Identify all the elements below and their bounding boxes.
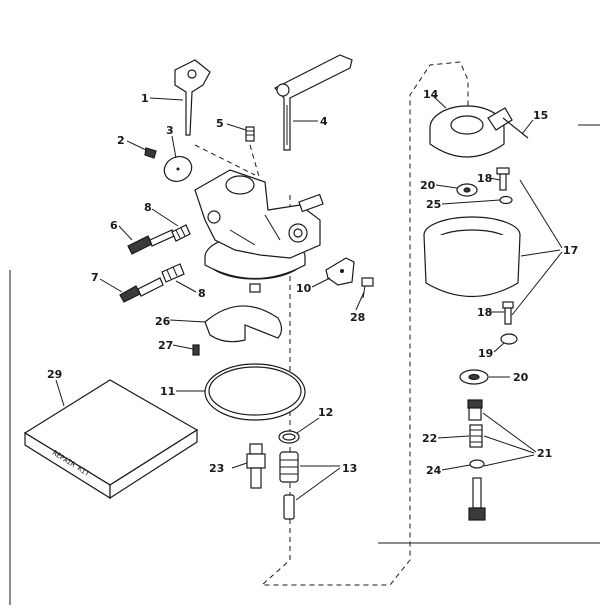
valve-seat-21-part <box>467 399 486 521</box>
screw-5-part <box>245 126 255 142</box>
label-22: 22 <box>422 432 437 445</box>
idle-screw-7-part <box>119 277 164 303</box>
leader-19 <box>493 342 505 353</box>
label-3: 3 <box>166 124 174 137</box>
label-20-upper: 20 <box>420 179 436 192</box>
leader-20a <box>435 184 458 189</box>
label-24: 24 <box>426 464 442 477</box>
label-2: 2 <box>117 134 125 147</box>
label-6: 6 <box>110 219 118 232</box>
label-14: 14 <box>423 88 439 101</box>
label-12: 12 <box>318 406 333 419</box>
label-28: 28 <box>350 311 365 324</box>
leader-2 <box>126 140 147 151</box>
label-8-upper: 8 <box>144 201 152 214</box>
leader-21b <box>483 435 535 454</box>
carburetor-body-part <box>194 169 324 293</box>
screw-28-part <box>361 277 374 299</box>
assembly-path-main <box>260 61 469 586</box>
leader-14 <box>432 95 447 109</box>
ring-12-part <box>278 430 300 444</box>
float-gasket-26-part <box>204 305 283 343</box>
throttle-plate-part <box>163 156 193 182</box>
label-17: 17 <box>563 244 578 257</box>
leader-1 <box>149 97 184 101</box>
needle-screw-6-part <box>127 229 175 255</box>
leader-3 <box>171 135 177 159</box>
label-11: 11 <box>160 385 175 398</box>
leader-12 <box>296 417 320 434</box>
label-15: 15 <box>533 109 548 122</box>
screw-18-lower-part <box>502 301 514 325</box>
pin-27-part <box>192 344 200 356</box>
label-10: 10 <box>296 282 312 295</box>
label-13: 13 <box>342 462 357 475</box>
bracket-10-part <box>325 257 355 286</box>
label-21: 21 <box>537 447 552 460</box>
label-18-upper: 18 <box>477 172 492 185</box>
label-4: 4 <box>320 115 328 128</box>
leader-21c <box>483 454 535 467</box>
screw-18-upper-part <box>496 167 510 191</box>
leader-24 <box>441 464 471 471</box>
leader-10 <box>311 277 331 288</box>
label-23: 23 <box>209 462 224 475</box>
leader-17c <box>511 251 563 316</box>
leader-5 <box>226 123 247 131</box>
spring-8-lower-part <box>161 263 185 283</box>
float-bowl-17-part <box>423 216 521 297</box>
label-18-lower: 18 <box>477 306 492 319</box>
label-26: 26 <box>155 315 171 328</box>
bowl-nut-13-part <box>279 451 299 520</box>
throttle-lever-part <box>174 59 211 136</box>
leader-25 <box>441 199 501 205</box>
label-8-lower: 8 <box>198 287 206 300</box>
label-5: 5 <box>216 117 224 130</box>
assembly-path-screw5 <box>249 144 261 181</box>
washer-20-upper-part <box>456 183 478 197</box>
float-14-part <box>429 105 513 158</box>
leader-17b <box>520 249 561 257</box>
leader-17a <box>519 179 563 249</box>
leader-7 <box>99 278 123 293</box>
gasket-ring-11-part <box>204 363 306 421</box>
label-29: 29 <box>47 368 62 381</box>
washer-20-lower-part <box>459 369 489 385</box>
leader-8b <box>175 280 197 293</box>
nozzle-23-part <box>246 443 266 489</box>
leader-8a <box>151 208 179 227</box>
assembly-path-throttle <box>194 144 256 176</box>
label-27: 27 <box>158 339 173 352</box>
ring-24-part <box>469 459 485 469</box>
washer-25-part <box>499 195 513 205</box>
leader-26 <box>169 319 206 323</box>
ring-19-part <box>500 333 518 345</box>
screw-2-part <box>144 147 157 159</box>
leader-15 <box>521 119 534 135</box>
leader-29 <box>55 379 65 407</box>
leader-13b <box>295 467 341 501</box>
label-25: 25 <box>426 198 441 211</box>
repair-kit-box-part: REPAIR KIT <box>23 379 199 500</box>
leader-6 <box>118 225 133 241</box>
leader-22 <box>437 435 470 439</box>
leader-28 <box>355 291 365 311</box>
leader-21a <box>482 412 537 453</box>
leader-23 <box>231 462 248 469</box>
label-7: 7 <box>91 271 99 284</box>
leader-18a <box>489 177 501 181</box>
label-1: 1 <box>141 92 149 105</box>
spring-8-upper-part <box>171 224 191 242</box>
leader-27 <box>172 344 194 350</box>
float-pin-15-part <box>502 117 529 139</box>
choke-lever-part <box>274 54 353 151</box>
label-20-lower: 20 <box>513 371 529 384</box>
label-19: 19 <box>478 347 493 360</box>
